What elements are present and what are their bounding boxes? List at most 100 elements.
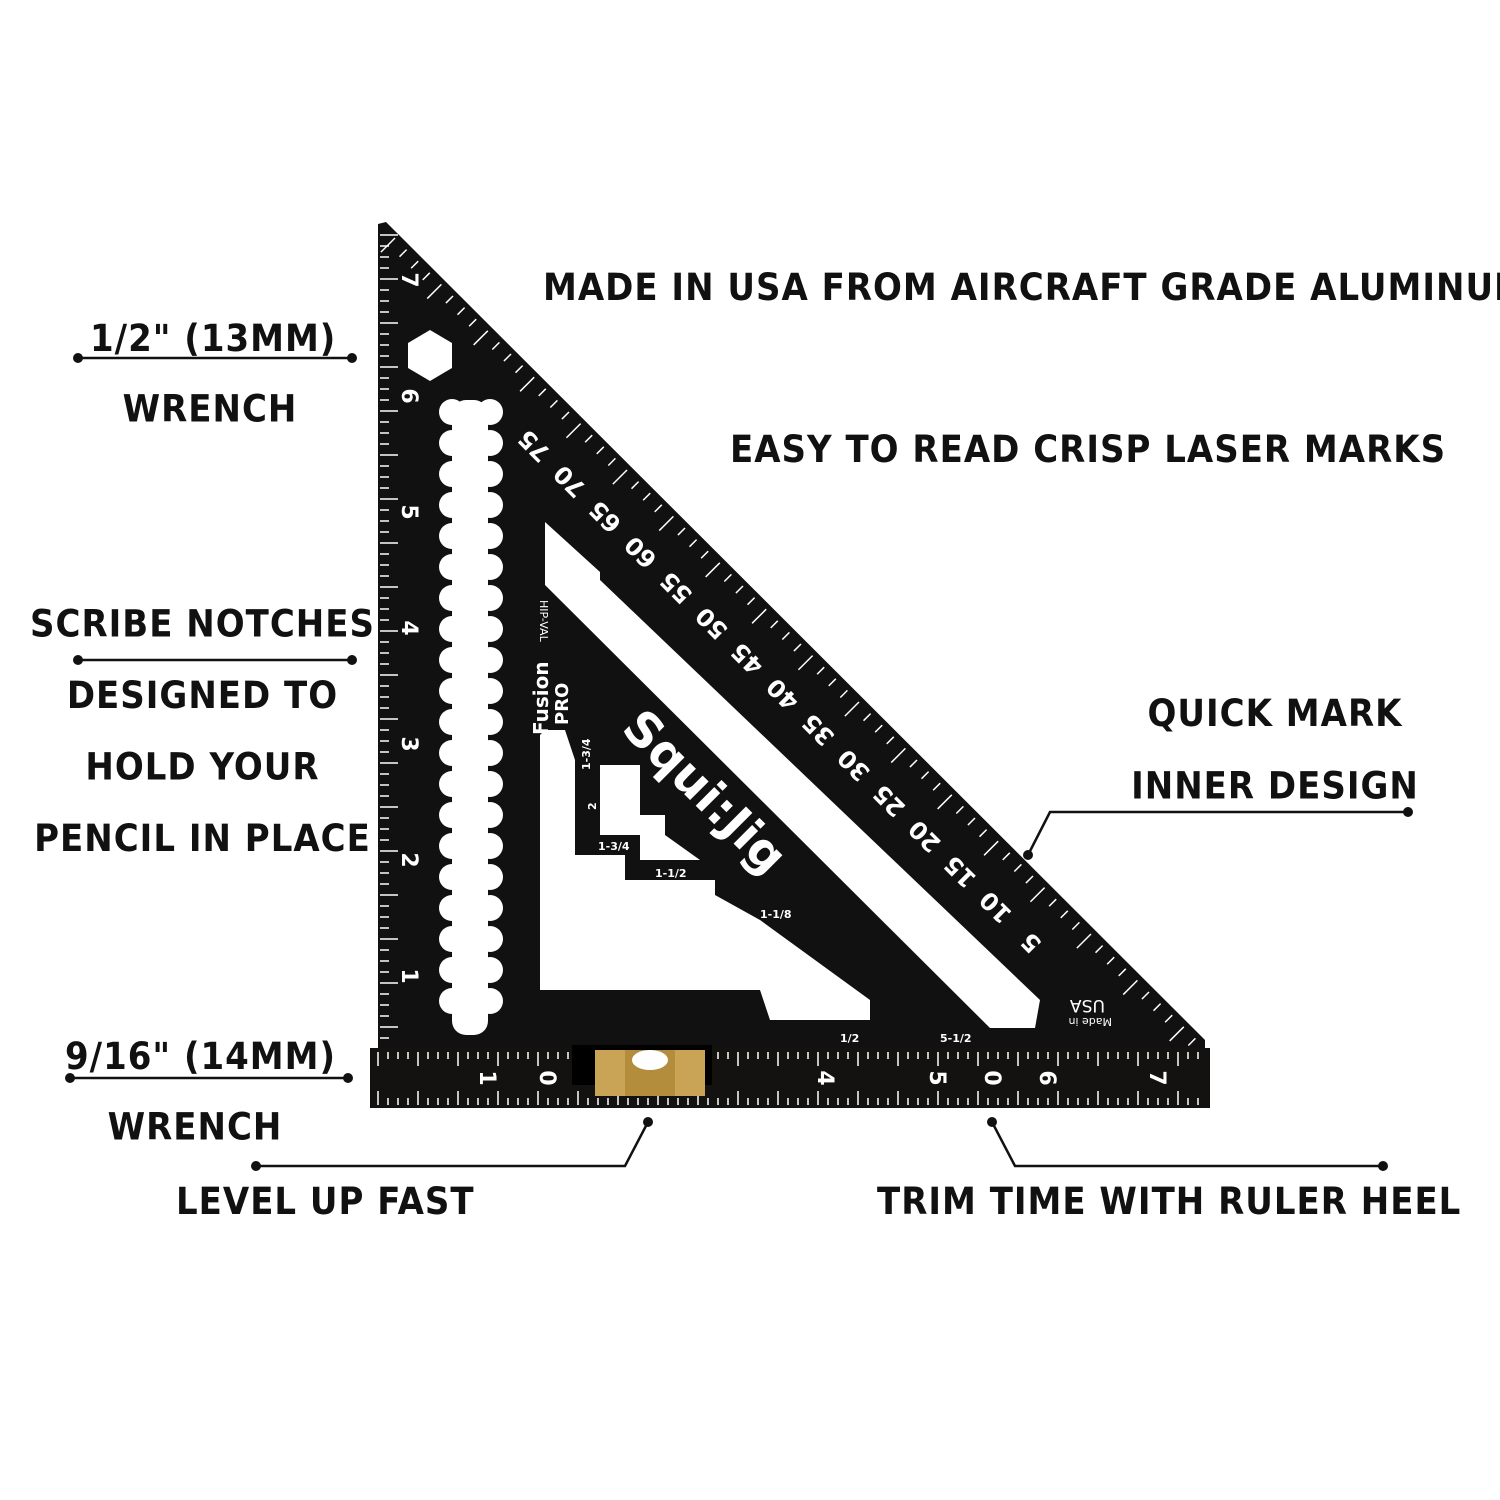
scribe-notch	[477, 895, 503, 921]
callout-level: LEVEL UP FAST	[176, 1180, 475, 1224]
scribe-notch	[439, 585, 465, 611]
scribe-notch	[439, 461, 465, 487]
scribe-notch	[477, 554, 503, 580]
hypotenuse-tick	[468, 318, 477, 327]
hypotenuse-tick	[654, 504, 663, 513]
hypotenuse-tick	[1002, 852, 1011, 861]
scribe-notch	[477, 430, 503, 456]
scribe-notch	[477, 926, 503, 952]
quick-mark-window	[600, 765, 700, 860]
hypotenuse-tick	[612, 469, 628, 485]
scribe-notches	[439, 399, 503, 1035]
hypotenuse-tick	[967, 817, 976, 826]
hypotenuse-tick	[937, 794, 953, 810]
hypotenuse-tick	[422, 272, 431, 281]
callout-line: PENCIL IN PLACE	[34, 816, 371, 861]
scribe-notch	[439, 740, 465, 766]
hypotenuse-tick	[549, 399, 558, 409]
inch-label: 5	[396, 504, 421, 519]
inner-scale-label: 1/2	[840, 1032, 859, 1045]
callout-line: QUICK MARK	[1147, 691, 1403, 736]
hypotenuse-tick	[705, 562, 721, 578]
hypotenuse-tick	[519, 376, 535, 392]
scribe-notch	[439, 833, 465, 859]
hypotenuse-tick	[890, 747, 906, 764]
hypotenuse-tick	[781, 631, 790, 641]
hypotenuse-tick	[978, 829, 988, 838]
hex-wrench-hole-half-inch	[408, 330, 452, 381]
hypotenuse-tick	[410, 260, 419, 269]
scribe-notch	[477, 771, 503, 797]
fusion-label: Fusion	[529, 661, 553, 735]
hypotenuse-tick	[886, 736, 895, 745]
scribe-notch	[439, 492, 465, 518]
hypotenuse-tick	[565, 423, 582, 439]
hypotenuse-tick	[1152, 1003, 1162, 1012]
hypotenuse-tick	[1187, 1037, 1196, 1047]
heel-inch-label: 1	[474, 1070, 499, 1085]
heel-inch-label: 0	[534, 1070, 559, 1085]
callout-half-inch-wrench: 1/2" (13MM) WRENCH	[90, 304, 337, 445]
hypotenuse-tick	[445, 295, 454, 304]
hypotenuse-tick	[735, 585, 744, 594]
hypotenuse-tick	[380, 237, 396, 253]
inner-scale-label: 1-3/4	[598, 840, 630, 853]
hypotenuse-tick	[1141, 991, 1150, 1000]
hypotenuse-tick	[955, 805, 964, 815]
inner-triangle-cutout	[540, 730, 870, 1020]
hypotenuse-tick	[503, 353, 512, 362]
inner-scale-label: 5-1/2	[940, 1032, 972, 1045]
hypotenuse-tick	[1029, 887, 1046, 903]
hypotenuse-tick	[1071, 921, 1080, 931]
diagonal-slot	[545, 522, 1040, 1028]
hypotenuse-tick	[723, 573, 732, 583]
heel-inch-label: 5	[924, 1070, 949, 1085]
hypotenuse-tick	[1122, 979, 1138, 996]
hypotenuse-tick	[514, 365, 524, 374]
hypotenuse-tick	[596, 446, 605, 455]
scribe-notch	[477, 957, 503, 983]
scribe-notch	[439, 709, 465, 735]
callout-line: HOLD YOUR	[85, 745, 320, 790]
hypotenuse-tick	[561, 411, 570, 420]
hypotenuse-tick	[642, 492, 651, 501]
callout-916-wrench: 9/16" (14MM) WRENCH	[65, 1022, 335, 1163]
hip-val-label: HIP-VAL	[537, 600, 550, 643]
hypotenuse-tick	[844, 701, 860, 717]
callout-laser-marks: EASY TO READ CRISP LASER MARKS	[730, 428, 1447, 472]
hypotenuse-tick	[398, 249, 408, 258]
hypotenuse-tick	[677, 527, 686, 536]
scribe-notch	[439, 554, 465, 580]
callout-line: DESIGNED TO	[66, 673, 339, 718]
inch-label: 1	[396, 968, 421, 983]
scribe-notch	[439, 430, 465, 456]
hypotenuse-tick	[1106, 956, 1115, 965]
scribe-notch	[477, 833, 503, 859]
hypotenuse-tick	[473, 330, 489, 346]
callout-line: WRENCH	[107, 1105, 283, 1150]
hypotenuse-tick	[584, 434, 593, 443]
scribe-notch	[477, 523, 503, 549]
hypotenuse-tick	[1013, 863, 1022, 873]
callout-line: INNER DESIGN	[1131, 764, 1419, 809]
hypotenuse-tick	[793, 643, 802, 652]
hypotenuse-tick	[1025, 875, 1034, 884]
made-in-label: Made in	[1068, 1015, 1112, 1028]
scribe-notch	[439, 864, 465, 890]
callout-line: 1/2" (13MM)	[90, 316, 337, 361]
scribe-notch	[439, 678, 465, 704]
hypotenuse-tick	[607, 457, 616, 467]
callout-made-in-usa: MADE IN USA FROM AIRCRAFT GRADE ALUMINUM	[543, 266, 1500, 310]
scribe-notch	[477, 988, 503, 1014]
hypotenuse-tick	[1094, 945, 1104, 954]
hypotenuse-tick	[538, 388, 547, 397]
scribe-notch	[477, 616, 503, 642]
scribe-notch	[477, 740, 503, 766]
speed-square-body	[370, 222, 1210, 1108]
scribe-notch	[477, 864, 503, 890]
hypotenuse-tick	[1060, 910, 1069, 919]
scribe-notch	[439, 399, 465, 425]
level-vial	[572, 1045, 712, 1096]
scribe-notch	[477, 461, 503, 487]
